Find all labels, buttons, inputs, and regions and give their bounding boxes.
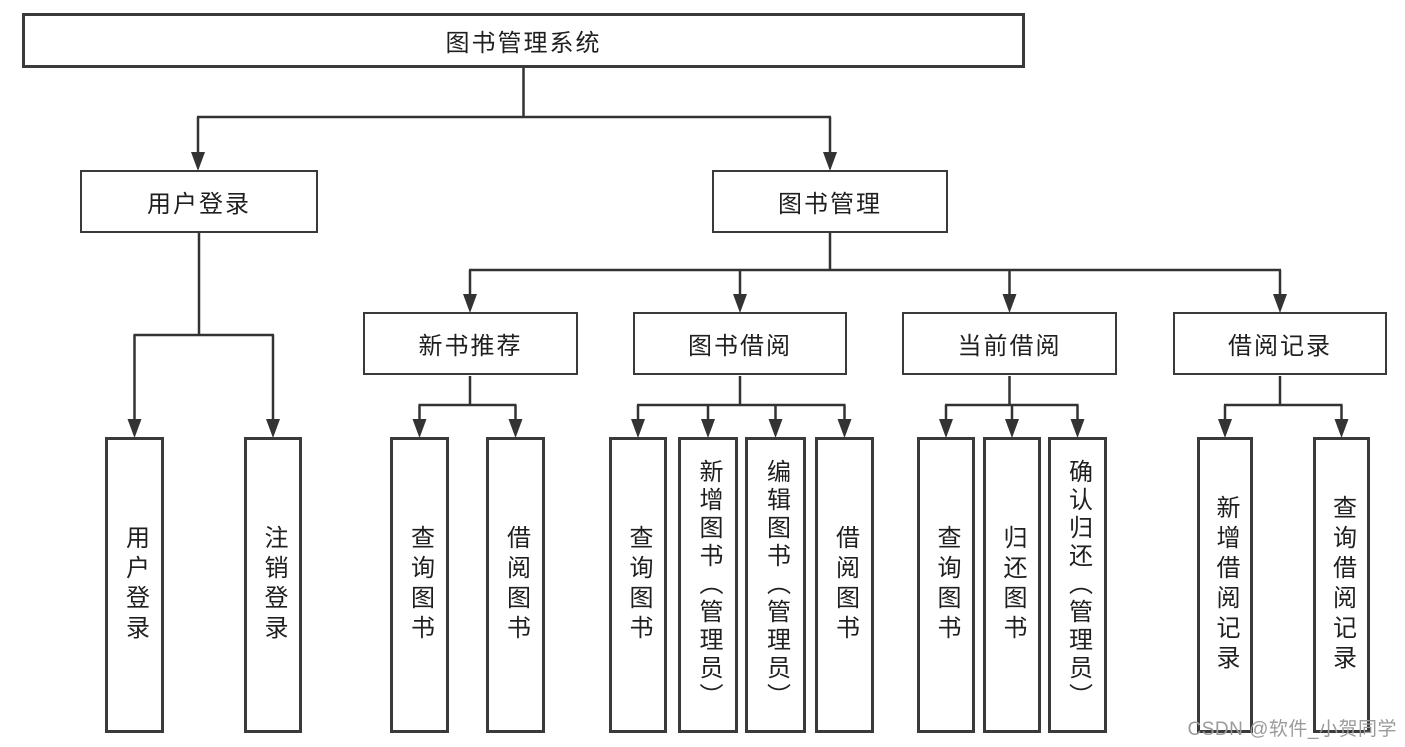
node-label: 用户登录 [121,525,149,645]
node-label: 借阅图书 [831,525,859,645]
node-label: 新书推荐 [418,333,523,360]
leaf-query-books-borrowing: 查询图书 [609,437,667,733]
leaf-add-book-admin: 新增图书（管理员） [678,437,738,733]
node-library-management-system: 图书管理系统 [22,13,1025,68]
leaf-query-borrow-record: 查询借阅记录 [1313,437,1370,733]
node-label: 归还图书 [999,525,1026,645]
node-borrowing-records: 借阅记录 [1173,312,1387,375]
node-book-management: 图书管理 [712,170,948,233]
node-label: 当前借阅 [957,333,1062,360]
node-label: 借阅图书 [502,525,530,645]
node-label: 新增借阅记录 [1212,495,1239,675]
leaf-user-login: 用户登录 [105,437,164,733]
node-book-borrowing: 图书借阅 [633,312,847,375]
node-label: 图书管理 [778,191,882,218]
node-label: 图书管理系统 [445,30,602,57]
csdn-watermark: CSDN @软件_小贺同学 [1187,719,1397,740]
node-label: 用户登录 [147,191,251,218]
node-user-login: 用户登录 [80,170,318,233]
leaf-borrow-books-recommend: 借阅图书 [486,437,545,733]
leaf-edit-book-admin: 编辑图书（管理员） [745,437,806,733]
leaf-return-books: 归还图书 [983,437,1041,733]
node-label: 确认归还（管理员） [1064,459,1092,711]
node-label: 借阅记录 [1228,333,1332,360]
node-new-book-recommend: 新书推荐 [363,312,578,375]
leaf-query-books-recommend: 查询图书 [390,437,449,733]
leaf-borrow-books-borrowing: 借阅图书 [815,437,874,733]
leaf-confirm-return-admin: 确认归还（管理员） [1048,437,1107,733]
leaf-logout: 注销登录 [244,437,302,733]
leaf-query-books-current: 查询图书 [917,437,975,733]
node-current-borrowing: 当前借阅 [902,312,1117,375]
leaf-add-borrow-record: 新增借阅记录 [1197,437,1253,733]
node-label: 图书借阅 [688,333,792,360]
node-label: 查询图书 [933,525,960,645]
node-label: 查询图书 [625,525,652,645]
node-label: 注销登录 [260,525,287,645]
node-label: 编辑图书（管理员） [762,459,790,711]
node-label: 查询借阅记录 [1328,495,1356,675]
node-label: 新增图书（管理员） [695,459,722,711]
node-label: 查询图书 [406,525,434,645]
